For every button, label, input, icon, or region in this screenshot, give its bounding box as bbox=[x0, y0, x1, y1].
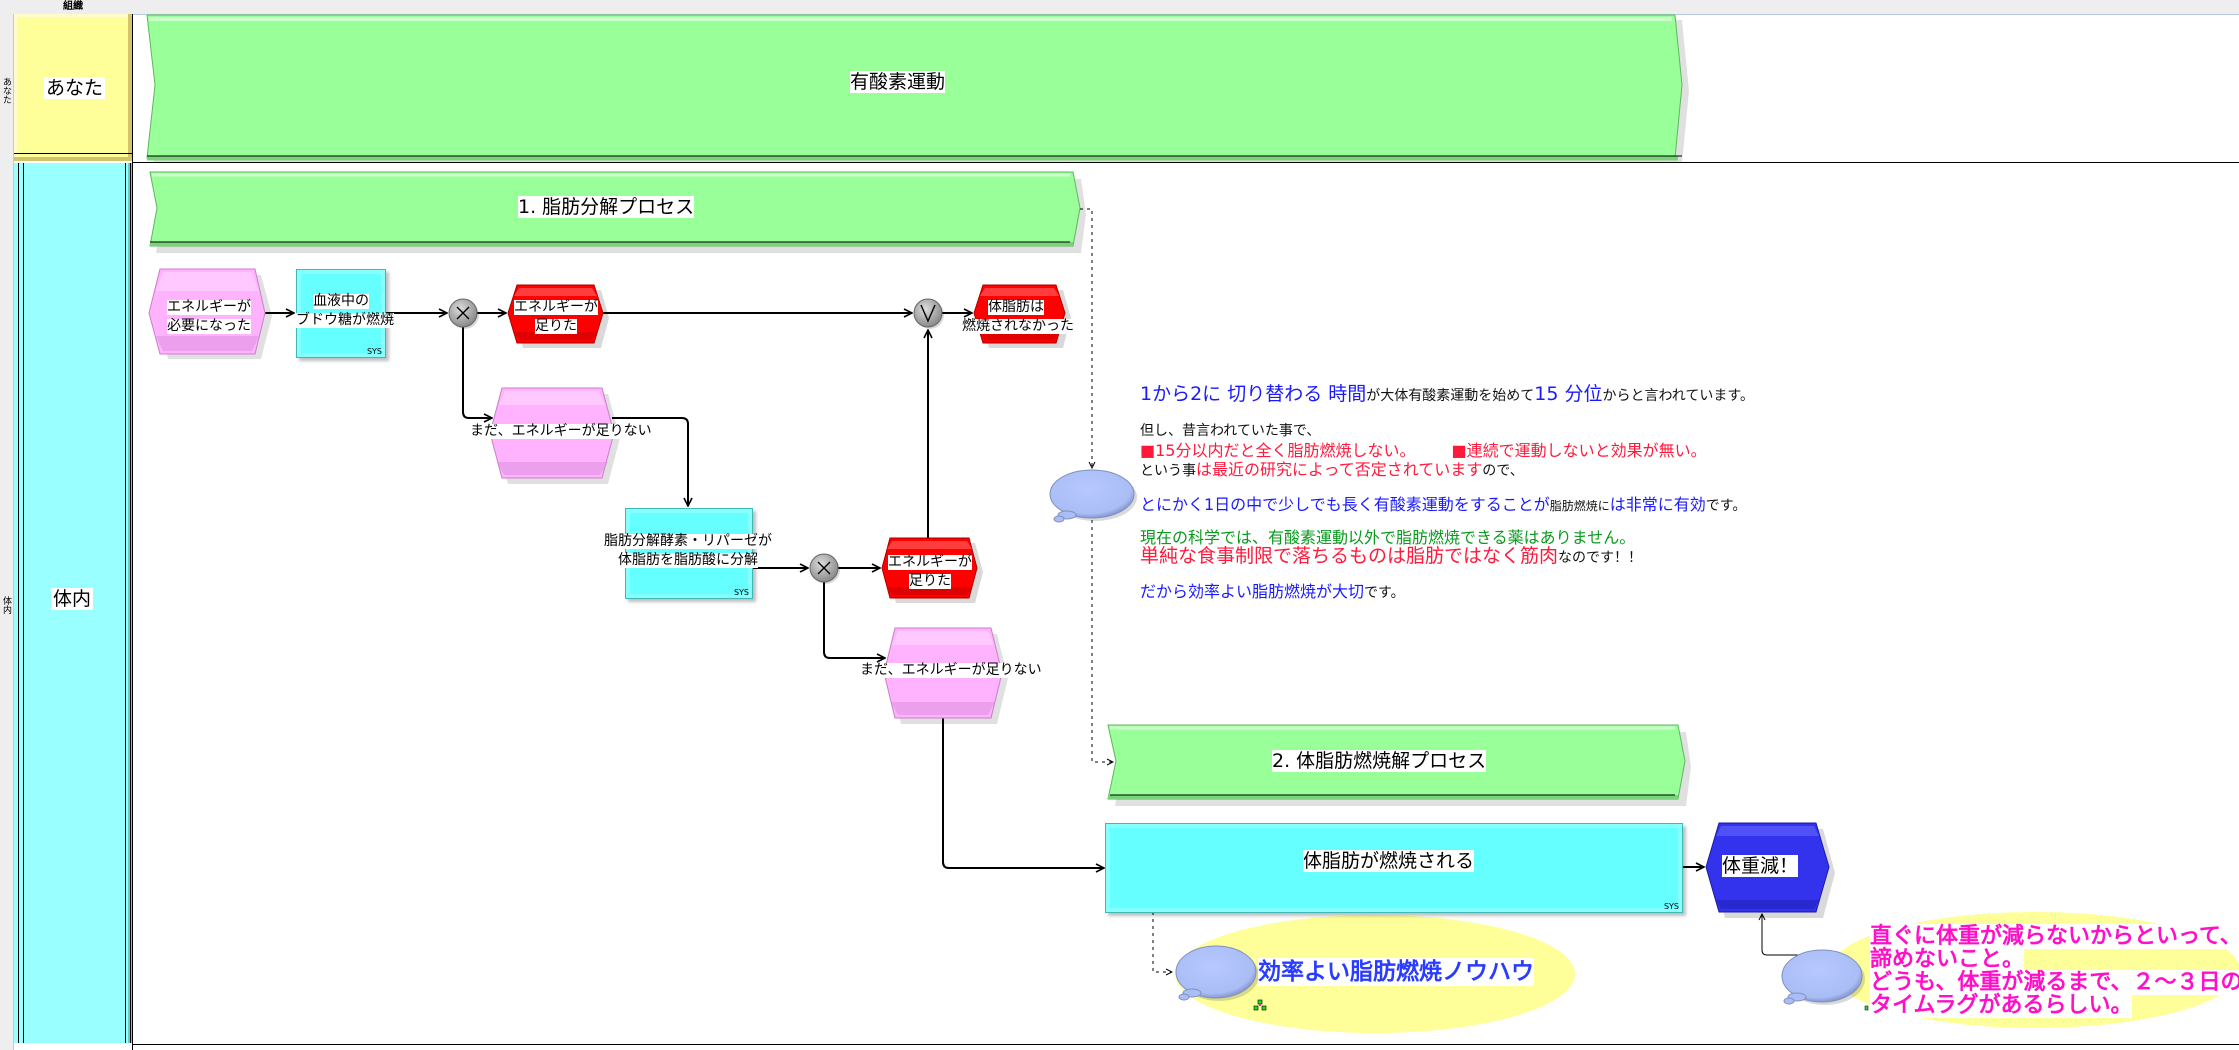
column-header-organization: 組織 bbox=[63, 1, 83, 12]
lane-title-you: あなた bbox=[44, 77, 106, 99]
lane-header-you[interactable]: あなた bbox=[14, 14, 132, 161]
banner-process-1-label: 1. 脂肪分解プロセス bbox=[518, 196, 695, 218]
or-gate[interactable] bbox=[913, 298, 944, 329]
lane-header-body[interactable]: 体内 bbox=[14, 163, 132, 1043]
xor-gate-2[interactable] bbox=[809, 553, 840, 584]
annotation-text: 1から2に 切り替わる 時間が大体有酸素運動を始めて15 分位からと言われていま… bbox=[1140, 383, 1754, 602]
row-label-you: あなた bbox=[1, 76, 11, 104]
row-header-gutter bbox=[0, 14, 14, 1050]
edge-xor1-event2 bbox=[462, 327, 492, 418]
event-energy-needed-label: エネルギーが 必要になった bbox=[167, 299, 251, 334]
dotted-connectors bbox=[1080, 208, 1172, 972]
hierarchy-icon[interactable] bbox=[1253, 999, 1267, 1011]
edge-note-weightloss bbox=[1762, 914, 1822, 956]
xor-gate-1[interactable] bbox=[448, 298, 479, 329]
banner-process-2-label: 2. 体脂肪燃焼解プロセス bbox=[1272, 750, 1487, 772]
function-fat-burned[interactable]: SYS bbox=[1105, 823, 1683, 913]
row-label-body: 体内 bbox=[1, 596, 11, 614]
note-time-lag-text: 直ぐに体重が減らないからといって、 諦めないこと。 どうも、体重が減るまで、２～… bbox=[1870, 924, 2239, 1018]
banner-aerobic-exercise-label: 有酸素運動 bbox=[850, 71, 946, 93]
edge-event3-func3 bbox=[942, 718, 1104, 868]
lane-bottom-border bbox=[132, 1044, 2239, 1045]
lane-divider-vertical bbox=[132, 14, 133, 1050]
lane-divider bbox=[132, 162, 2239, 163]
function-lipase-label: 脂肪分解酵素・リパーゼが 体脂肪を脂肪酸に分解 bbox=[604, 533, 772, 568]
system-tag: SYS bbox=[366, 347, 382, 356]
system-tag: SYS bbox=[733, 588, 749, 597]
function-glucose-burn-label: 血液中の ブドウ糖が燃焼 bbox=[296, 293, 394, 328]
event-energy-enough-2-label: エネルギーが 足りた bbox=[888, 554, 972, 589]
event-energy-enough-1-label: エネルギーが 足りた bbox=[514, 299, 598, 334]
function-fat-burned-label: 体脂肪が燃焼される bbox=[1303, 850, 1475, 872]
event-fat-not-burned-label: 体脂肪は 燃焼されなかった bbox=[962, 299, 1074, 334]
connectors bbox=[262, 313, 1822, 956]
note-time-lag-line: 諦めないこと。 bbox=[1870, 947, 2025, 972]
edge-xor2-event3 bbox=[823, 582, 885, 658]
system-tag: SYS bbox=[1663, 902, 1679, 911]
note-time-lag-line: どうも、体重が減るまで、２～３日の bbox=[1870, 970, 2239, 995]
event-weight-loss-label: 体重減！ bbox=[1722, 855, 1799, 877]
event-not-enough-2-label: まだ、エネルギーが足りない bbox=[860, 662, 1042, 678]
note-time-lag-line: 直ぐに体重が減らないからといって、 bbox=[1870, 924, 2239, 949]
edge-event2-func2 bbox=[612, 417, 688, 506]
note-knowhow-label: 効率よい脂肪燃焼ノウハウ bbox=[1258, 958, 1534, 986]
lane-title-body: 体内 bbox=[51, 588, 94, 610]
comment-bubble-1[interactable] bbox=[1049, 469, 1137, 523]
event-not-enough-1-label: まだ、エネルギーが足りない bbox=[470, 423, 652, 439]
note-time-lag-line: タイムラグがあるらしい。 bbox=[1870, 993, 2133, 1018]
